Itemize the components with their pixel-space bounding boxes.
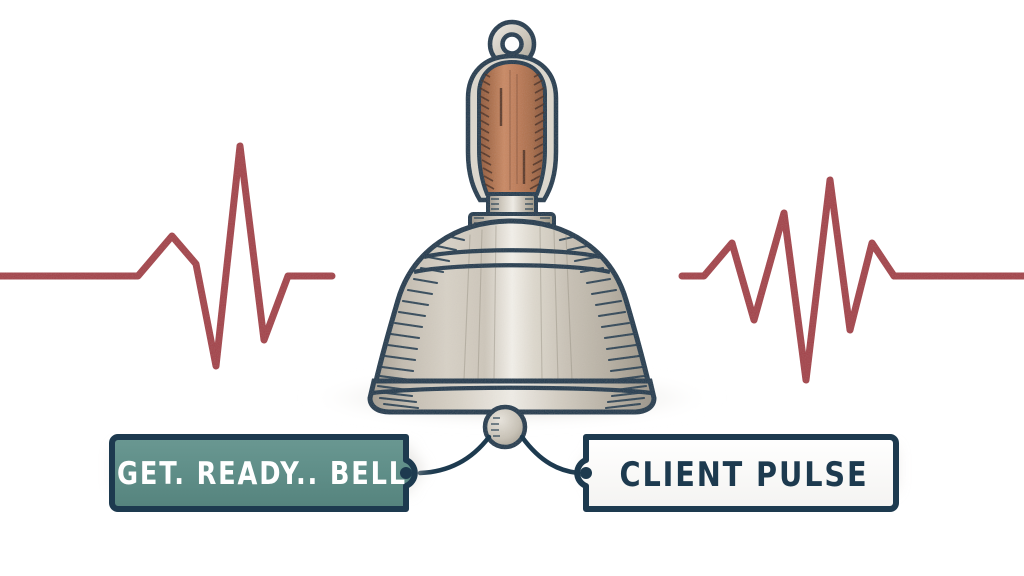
bell-bands <box>413 248 611 275</box>
left-tag-plate[interactable] <box>109 434 418 512</box>
client-pulse-tag[interactable]: CLIENT PULSE <box>574 434 899 512</box>
clapper-hatching <box>491 417 500 437</box>
left-tag-label: GET. READY.. BELL <box>117 456 407 492</box>
bell-skirt-hatching <box>376 384 648 410</box>
tag-connectors <box>417 434 581 476</box>
left-pulse-segment <box>0 142 336 370</box>
bell-clapper <box>482 404 528 450</box>
connector-right <box>519 434 581 476</box>
bell-rim-line <box>371 385 653 396</box>
right-pulse-segment <box>678 176 1024 384</box>
get-ready-bell-tag[interactable]: GET. READY.. BELL <box>109 434 423 512</box>
hand-bell <box>367 19 657 450</box>
connector-left <box>417 434 492 476</box>
wooden-handle <box>477 59 547 196</box>
ekg-heartbeat-line <box>0 142 1024 384</box>
right-tag-label: CLIENT PULSE <box>619 454 868 494</box>
wood-grain-hatching <box>479 70 545 190</box>
right-tag-plate[interactable] <box>574 434 899 512</box>
left-tag-eyelet <box>400 467 412 479</box>
right-tag-eyelet <box>580 467 592 479</box>
